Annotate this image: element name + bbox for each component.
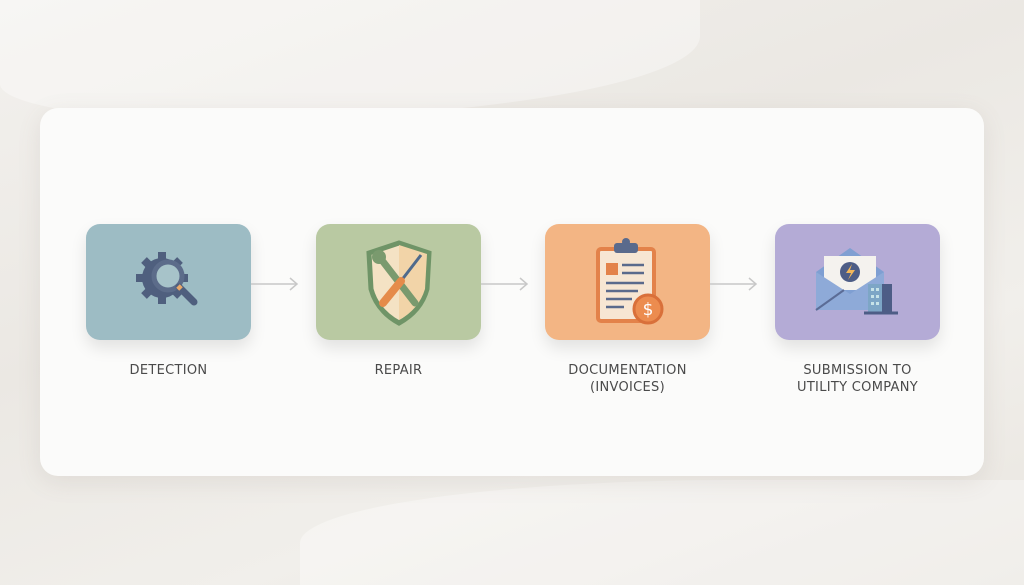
step-documentation: $ DOCUMENTATION (INVOICES) xyxy=(545,224,710,396)
envelope-utility-icon xyxy=(814,248,898,315)
process-card: DETECTION REPAIR xyxy=(40,108,984,476)
label-line: (INVOICES) xyxy=(590,380,665,395)
background-wave xyxy=(0,0,700,120)
arrow-right-icon xyxy=(710,277,758,291)
label-line: SUBMISSION TO xyxy=(803,363,912,378)
label-line: DOCUMENTATION xyxy=(568,363,687,378)
clipboard-invoice-icon: $ xyxy=(595,238,663,325)
label-line: UTILITY COMPANY xyxy=(797,380,918,395)
background-wave xyxy=(300,480,1024,585)
gear-magnifier-icon xyxy=(135,252,197,306)
arrow-right-icon xyxy=(481,277,529,291)
step-label: DOCUMENTATION (INVOICES) xyxy=(545,362,710,396)
label-line: DETECTION xyxy=(129,363,208,378)
step-box xyxy=(86,224,251,340)
step-label: SUBMISSION TO UTILITY COMPANY xyxy=(775,362,940,396)
step-submission: SUBMISSION TO UTILITY COMPANY xyxy=(775,224,940,396)
step-label: DETECTION xyxy=(86,362,251,379)
step-repair: REPAIR xyxy=(316,224,481,379)
step-box: $ xyxy=(545,224,710,340)
shield-tools-icon xyxy=(365,240,432,326)
step-label: REPAIR xyxy=(316,362,481,379)
dollar-icon: $ xyxy=(642,300,653,320)
step-box xyxy=(775,224,940,340)
arrow-right-icon xyxy=(251,277,299,291)
step-detection: DETECTION xyxy=(86,224,251,379)
step-box xyxy=(316,224,481,340)
label-line: REPAIR xyxy=(374,363,423,378)
